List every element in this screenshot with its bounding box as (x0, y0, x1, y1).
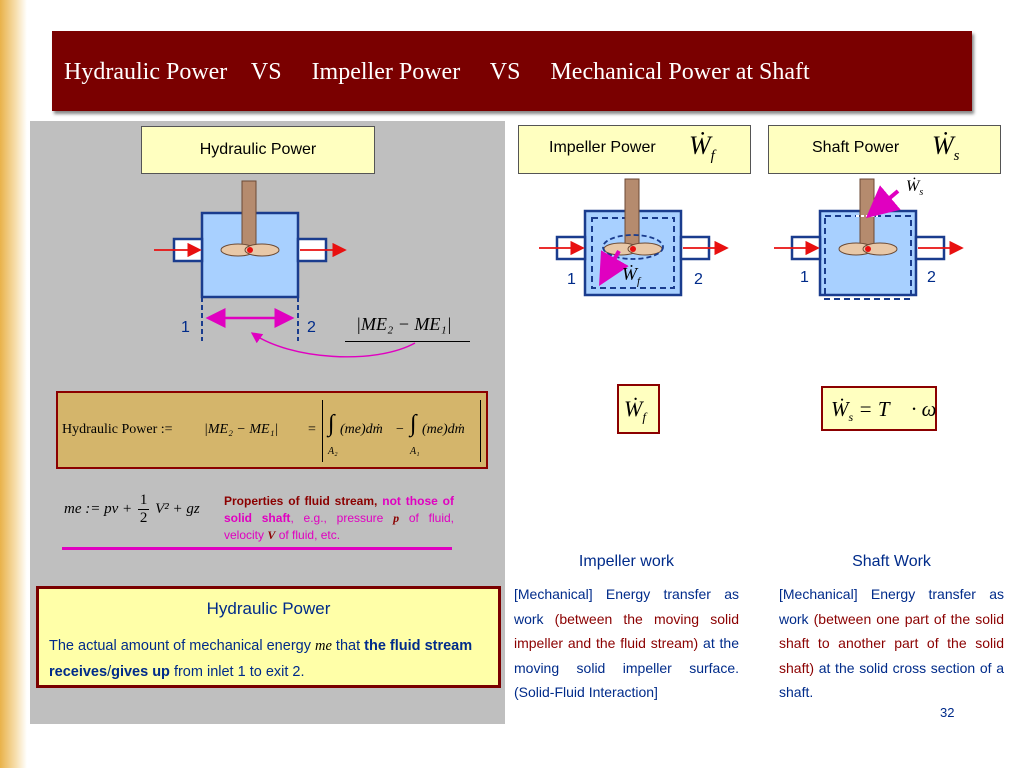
me-definition: me := pv + 1 2 V² + gz (64, 492, 200, 526)
impeller-diagram (539, 178, 729, 297)
page-number: 32 (940, 705, 955, 720)
impeller-outlet-label: 2 (694, 271, 703, 288)
eq-minus: − (396, 422, 404, 437)
fluid-properties-note: Properties of fluid stream, not those of… (224, 494, 455, 542)
eq-abs-term: |ME₂ − ME₁| (204, 422, 279, 437)
impeller-work-symbol: Ẇf (622, 264, 641, 288)
impeller-power-symbol: Ẇf (689, 131, 715, 165)
pointer-curve (250, 332, 416, 358)
shaft-formula-box: Ẇs = T⃗ · ω⃗ (821, 386, 953, 431)
hydraulic-power-equation: Hydraulic Power := |ME₂ − ME₁| = ∫ (me)d… (56, 391, 488, 469)
impeller-power-label: Impeller Power Ẇf (518, 125, 751, 174)
slide-title: Hydraulic Power VS Impeller Power VS Mec… (64, 59, 810, 85)
impeller-work-description: [Mechanical] Energy transfer as work (be… (514, 586, 740, 700)
hydraulic-power-label: Hydraulic Power (141, 126, 375, 174)
shaft-work-heading: Shaft Work (852, 553, 931, 570)
impeller-control-surface (602, 234, 664, 260)
eq-integral-2: ∫ (410, 411, 417, 437)
shaft-work-symbol: Ẇs (906, 178, 924, 199)
impeller-inlet-label: 1 (567, 271, 576, 288)
eq-abs-bar-left (322, 400, 323, 462)
shaft-inlet-label: 1 (800, 269, 809, 286)
eq-lhs: Hydraulic Power := (62, 422, 173, 437)
shaft-outlet-label: 2 (927, 269, 936, 286)
shaft-power-label: Shaft Power Ẇs (768, 125, 1001, 174)
hydraulic-power-definition: Hydraulic Power The actual amount of mec… (36, 586, 501, 688)
shaft-work-description: [Mechanical] Energy transfer as work (be… (779, 586, 1004, 700)
eq-abs-bar-right (480, 400, 481, 462)
impeller-hub (247, 247, 253, 253)
title-bar: Hydraulic Power VS Impeller Power VS Mec… (52, 31, 972, 111)
side-decoration (0, 0, 27, 768)
half-fraction: 1 2 (137, 492, 150, 526)
eq-integrand-1: (me)dṁ (340, 422, 383, 437)
shaft-diagram (774, 178, 964, 300)
eq-integrand-2: (me)dṁ (422, 422, 465, 437)
impeller-work-heading: Impeller work (578, 553, 675, 570)
eq-equals: = (308, 422, 316, 437)
eq-integral-1: ∫ (328, 411, 335, 437)
shaft (241, 180, 257, 250)
section-2-label: 2 (307, 319, 316, 336)
energy-difference: |ME₂ − ME₁| (356, 314, 452, 334)
shaft-work-arrow (865, 185, 901, 219)
hydraulic-diagram (154, 180, 416, 358)
shaft-power-symbol: Ẇs (932, 131, 960, 165)
eq-subscript-a1: A₁ (410, 446, 420, 457)
eq-subscript-a2: A₂ (328, 446, 338, 457)
impeller-formula-box: Ẇf (617, 384, 660, 434)
impeller-blade-right (244, 243, 280, 257)
definition-body: The actual amount of mechanical energy m… (49, 638, 473, 680)
section-1-label: 1 (181, 319, 190, 336)
impeller-work-arrow (599, 250, 629, 286)
properties-underline (62, 547, 452, 550)
definition-title: Hydraulic Power (206, 599, 331, 618)
energy-underline (345, 341, 470, 342)
